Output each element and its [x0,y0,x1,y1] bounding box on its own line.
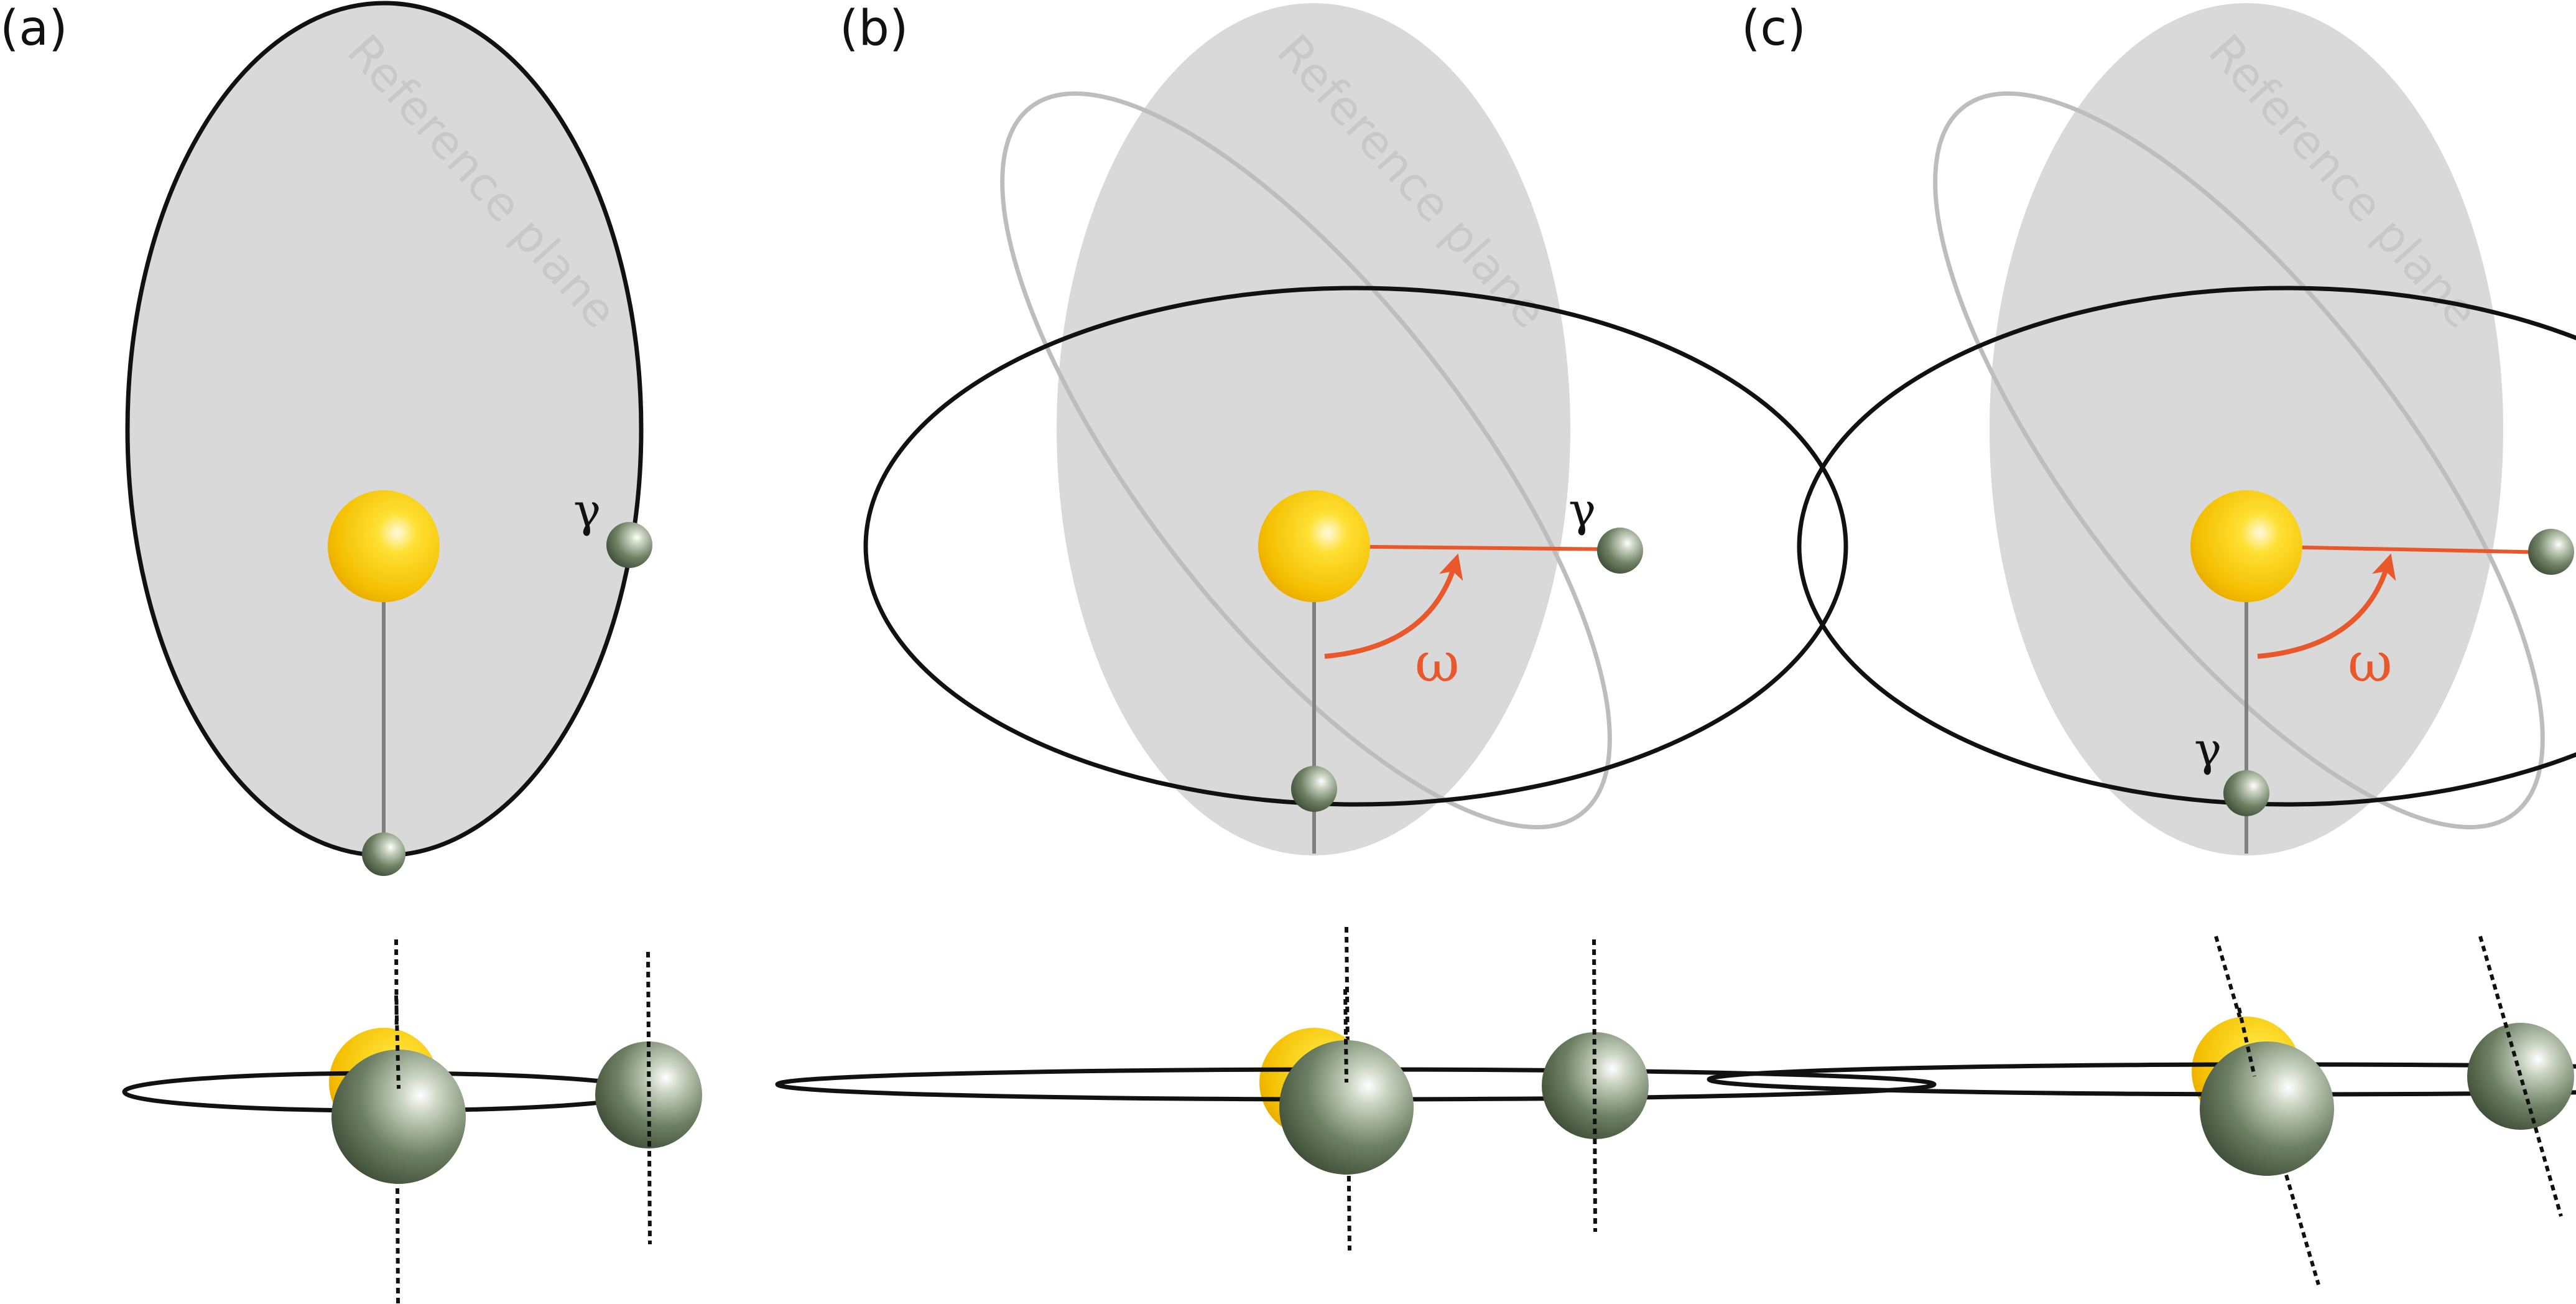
star [2190,490,2302,602]
planet-far-spin-axis [646,951,652,1245]
previous-orbit [1933,91,2545,830]
planet-near-spin-axis [2237,1007,2256,1077]
panel-b: (b) Reference plane ω γ [775,1,1937,1251]
reference-plane [1990,3,2503,855]
omega-label: ω [2348,630,2393,694]
reference-plane [1057,3,1570,855]
edge-orbit [1707,1062,2576,1097]
edge-on-view [1707,936,2576,1285]
panel-label: (a) [0,1,68,57]
edge-planet-near [2200,1041,2334,1176]
edge-on-view [775,926,1937,1251]
previous-orbit [1000,91,1612,830]
orbit [1797,286,2576,807]
edge-planet-far [1542,1032,1649,1139]
omega-label: ω [1415,630,1460,694]
panel-label: (b) [840,1,908,57]
planet-node [362,832,405,876]
panel-c: (c) Reference plane ω γ [1707,1,2576,1285]
gamma-label: γ [1568,483,1596,537]
planet-far-spin-axis [1592,939,1597,1232]
planet-gamma [606,522,652,568]
panel-a: (a) Reference plane γ [0,1,702,1304]
edge-planet-near [331,1050,466,1184]
omega-arrow [1324,553,1463,659]
star [328,490,440,602]
orbit [863,286,1848,807]
planet-far-spin-axis [2478,936,2563,1217]
gamma-label: γ [2194,723,2222,776]
panel-label: (c) [1741,1,1806,57]
omega-arrow [2257,553,2396,659]
planet-gamma [1597,528,1643,574]
planet-gamma [2528,529,2574,575]
edge-planet-near [1279,1040,1414,1175]
planet-node [2223,770,2269,816]
planet-node [1291,766,1337,812]
gamma-label: γ [573,484,601,538]
edge-on-view [122,939,702,1304]
edge-planet-far [2467,1023,2574,1130]
star [1258,490,1370,602]
